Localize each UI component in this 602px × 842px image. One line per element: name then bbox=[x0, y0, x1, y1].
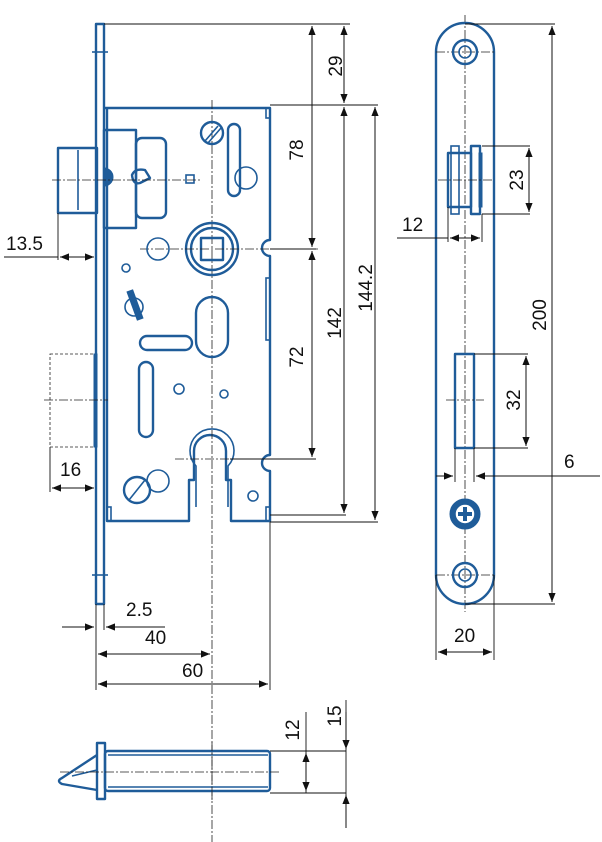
latch-bolt bbox=[56, 128, 195, 230]
deadbolt-hidden bbox=[49, 353, 96, 448]
dim-6: 6 bbox=[564, 452, 575, 473]
bolt-opening bbox=[453, 352, 476, 450]
dim-200: 200 bbox=[530, 299, 551, 331]
dim-78: 78 bbox=[287, 139, 308, 160]
dim-144-2: 144.2 bbox=[356, 264, 377, 312]
dim-23: 23 bbox=[507, 169, 528, 190]
lock-case bbox=[104, 106, 272, 523]
dim-60: 60 bbox=[182, 661, 203, 682]
slot-top bbox=[226, 122, 242, 198]
dim-142: 142 bbox=[325, 307, 346, 339]
dim-20: 20 bbox=[454, 626, 475, 647]
bottom-dimensions: 12 15 bbox=[270, 700, 350, 828]
dim-29: 29 bbox=[326, 55, 347, 76]
dim-40: 40 bbox=[145, 628, 166, 649]
strike-plate bbox=[434, 15, 496, 612]
dim-32: 32 bbox=[504, 389, 525, 410]
dim-15: 15 bbox=[325, 705, 346, 726]
dim-16: 16 bbox=[60, 460, 81, 481]
strike-dimensions: 200 23 12 32 6 20 bbox=[397, 23, 600, 660]
front-dimensions: 29 78 72 142 144.2 13.5 16 2.5 40 60 bbox=[4, 23, 379, 690]
dim-12-strike: 12 bbox=[402, 215, 423, 236]
strike-screw bbox=[449, 498, 481, 530]
front-view bbox=[44, 22, 320, 842]
bottom-case bbox=[103, 749, 272, 793]
slot-oval bbox=[194, 295, 230, 359]
dim-13-5: 13.5 bbox=[6, 234, 43, 255]
bottom-view bbox=[57, 741, 280, 801]
dim-72: 72 bbox=[287, 346, 308, 367]
faceplate bbox=[94, 22, 106, 606]
dim-12-bottom: 12 bbox=[283, 719, 304, 740]
screw-top bbox=[199, 120, 225, 146]
dim-2-5: 2.5 bbox=[126, 600, 152, 621]
